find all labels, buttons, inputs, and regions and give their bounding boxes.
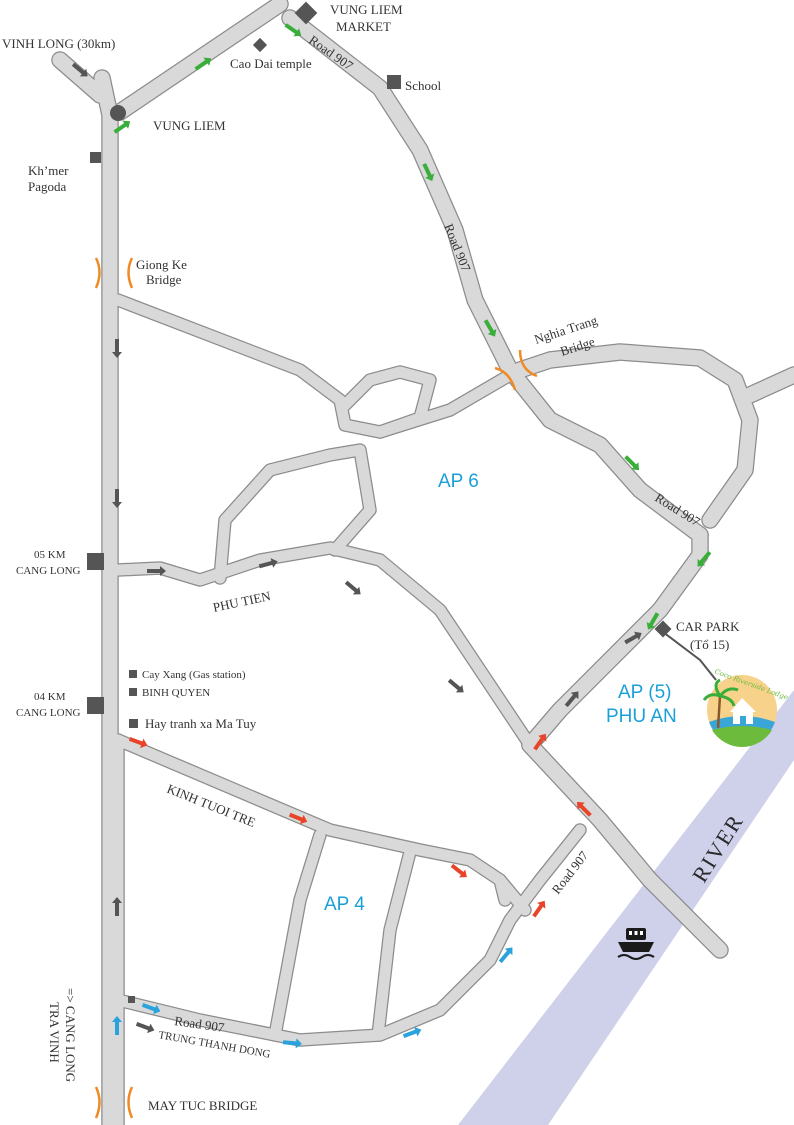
hay-tranh-square-icon — [129, 719, 138, 728]
bridge-bracket-icon — [494, 366, 517, 391]
label-hay-tranh: Hay tranh xa Ma Tuy — [145, 716, 257, 731]
river — [458, 690, 794, 1125]
direction-arrow-icon — [445, 676, 467, 697]
bridge-bracket-icon — [94, 1086, 101, 1119]
boat-icon — [617, 928, 655, 960]
label-km04-2: CANG LONG — [16, 707, 81, 719]
place-labels: VINH LONG (30km) VUNG LIEM MARKET Cao Da… — [2, 2, 740, 1113]
bridges — [94, 257, 538, 1119]
label-khmer-pagoda-2: Pagoda — [28, 179, 67, 194]
label-ap4: AP 4 — [324, 894, 365, 915]
km04-square-icon — [87, 697, 104, 714]
label-school: School — [405, 78, 442, 93]
binh-quyen-square-icon — [129, 688, 137, 696]
label-km04: 04 KM — [34, 691, 66, 703]
label-gas-station: Cay Xang (Gas station) — [142, 669, 246, 681]
label-road907-bottom: Road 907 — [174, 1013, 226, 1035]
roundabout-icon — [110, 105, 126, 121]
label-phu-tien: PHU TIEN — [212, 588, 273, 615]
label-cang-long-tra-vinh-2: TRA VINH — [47, 1002, 62, 1063]
label-binh-quyen: BINH QUYEN — [142, 687, 210, 699]
gas-station-square-icon — [129, 670, 137, 678]
label-giong-ke: Giong Ke — [136, 257, 187, 272]
trung-thanh-dong-square-icon — [128, 996, 135, 1003]
direction-arrow-icon — [342, 578, 364, 599]
label-vinh-long: VINH LONG (30km) — [2, 36, 115, 51]
school-square-icon — [387, 75, 401, 89]
khmer-pagoda-square-icon — [90, 152, 101, 163]
bridge-bracket-icon — [94, 257, 101, 289]
label-cao-dai: Cao Dai temple — [230, 56, 312, 71]
roads — [52, 0, 794, 1125]
label-cang-long-tra-vinh: => CANG LONG — [63, 988, 78, 1082]
label-giong-ke-2: Bridge — [146, 272, 182, 287]
label-vung-liem-market-2: MARKET — [336, 19, 391, 34]
label-vung-liem: VUNG LIEM — [153, 118, 226, 133]
bridge-bracket-icon — [518, 349, 538, 378]
label-ap5: AP (5) — [618, 682, 672, 703]
bridge-bracket-icon — [127, 1086, 134, 1119]
cao-dai-square-icon — [252, 37, 268, 53]
label-khmer-pagoda: Kh’mer — [28, 163, 69, 178]
label-ap6: AP 6 — [438, 471, 479, 492]
label-vung-liem-market: VUNG LIEM — [330, 2, 403, 17]
direction-arrow-icon — [529, 897, 549, 920]
car-park-connector — [662, 631, 717, 681]
label-km05: 05 KM — [34, 549, 66, 561]
car-park-square-icon — [654, 620, 672, 638]
label-ap5-2: PHU AN — [606, 706, 677, 727]
bridge-bracket-icon — [127, 257, 134, 289]
label-km05-2: CANG LONG — [16, 565, 81, 577]
label-car-park-2: (Tổ 15) — [690, 637, 729, 652]
label-car-park: CAR PARK — [676, 619, 740, 634]
area-labels: AP 6 AP (5) PHU AN AP 4 — [324, 471, 677, 915]
label-may-tuc: MAY TUC BRIDGE — [148, 1098, 257, 1113]
direction-arrow-icon — [134, 1019, 157, 1036]
km05-square-icon — [87, 553, 104, 570]
